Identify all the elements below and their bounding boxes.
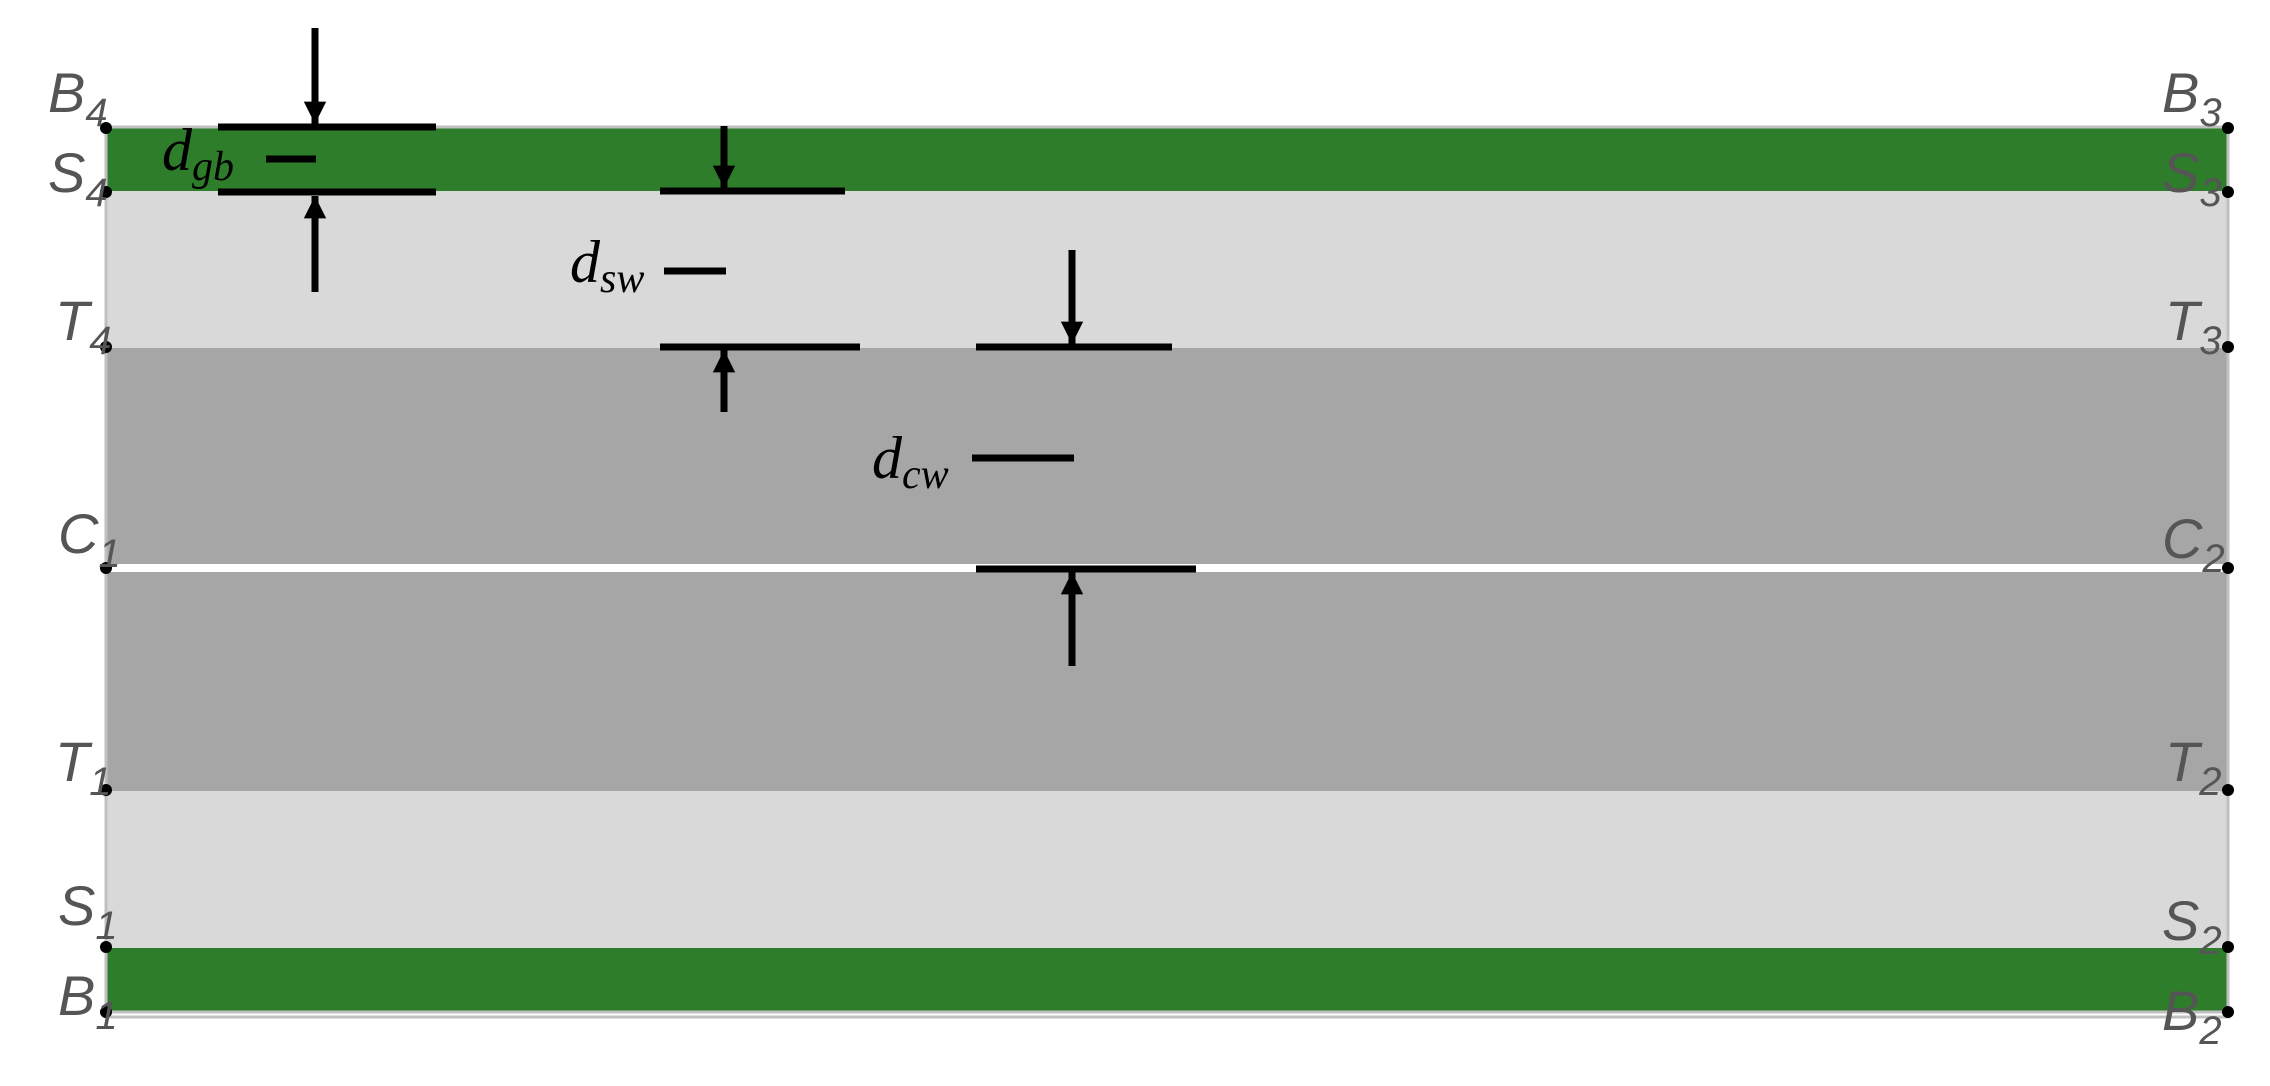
point-b4-dot [100,122,112,134]
label-b4: B4 [48,61,108,135]
label-b3: B3 [2162,61,2222,135]
point-t3-dot [2222,341,2234,353]
dcw-label: dcw [872,425,949,498]
bottom-ground-beam-band [106,948,2228,1012]
point-s2-dot [2222,941,2234,953]
label-t3: T3 [2165,289,2221,363]
dsw-label: dsw [570,229,644,302]
point-t2-dot [2222,784,2234,796]
lower-core-wall-band [106,572,2228,791]
point-s4-dot [100,186,112,198]
label-s1: S1 [58,874,118,948]
point-s1-dot [100,941,112,953]
dgb-label: dgb [162,117,234,190]
upper-core-wall-band [106,348,2228,564]
point-c2-dot [2222,562,2234,574]
label-b2: B2 [2162,979,2222,1053]
label-s3: S3 [2162,141,2222,215]
top-sidewall-band [106,191,2228,348]
label-t4: T4 [55,289,111,363]
top-ground-beam-band [106,127,2228,191]
label-b1: B1 [58,964,118,1038]
point-t1-dot [100,784,112,796]
dimension-dsw: dsw [570,126,860,412]
point-b3-dot [2222,122,2234,134]
point-b1-dot [100,1006,112,1018]
point-t4-dot [100,341,112,353]
dimension-dcw: dcw [872,250,1196,666]
dimension-dgb: dgb [162,28,436,292]
bottom-sidewall-band [106,791,2228,948]
label-s2: S2 [2162,889,2222,963]
label-t1: T1 [55,730,111,804]
point-c1-dot [100,562,112,574]
point-s3-dot [2222,186,2234,198]
point-b2-dot [2222,1006,2234,1018]
label-c2: C2 [2162,507,2225,581]
label-c1: C1 [58,502,121,576]
label-s4: S4 [48,141,108,215]
label-t2: T2 [2165,730,2221,804]
